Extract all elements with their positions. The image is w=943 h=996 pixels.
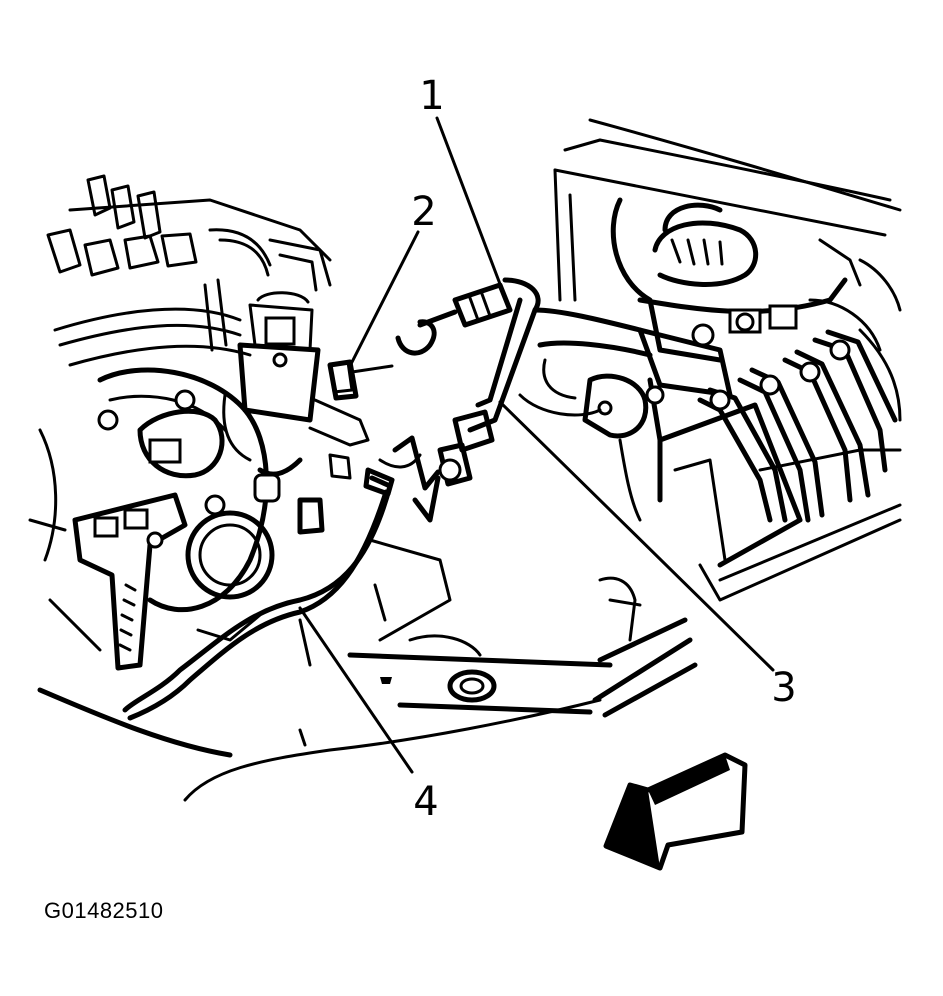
callout-3: 3: [771, 665, 797, 711]
callout-1: 1: [419, 73, 445, 119]
hose-4: [122, 435, 441, 721]
fitting-2: [327, 359, 394, 401]
master-cylinder: [553, 118, 902, 602]
brake-hose-1: [395, 277, 653, 487]
body-panel: [37, 538, 698, 802]
leader-lines: [298, 116, 775, 774]
direction-arrow-icon: [603, 752, 748, 871]
engine-assembly: [28, 174, 370, 671]
callout-2: 2: [411, 189, 437, 235]
figure-id-label: G01482510: [44, 898, 164, 923]
callout-4: 4: [413, 779, 439, 825]
